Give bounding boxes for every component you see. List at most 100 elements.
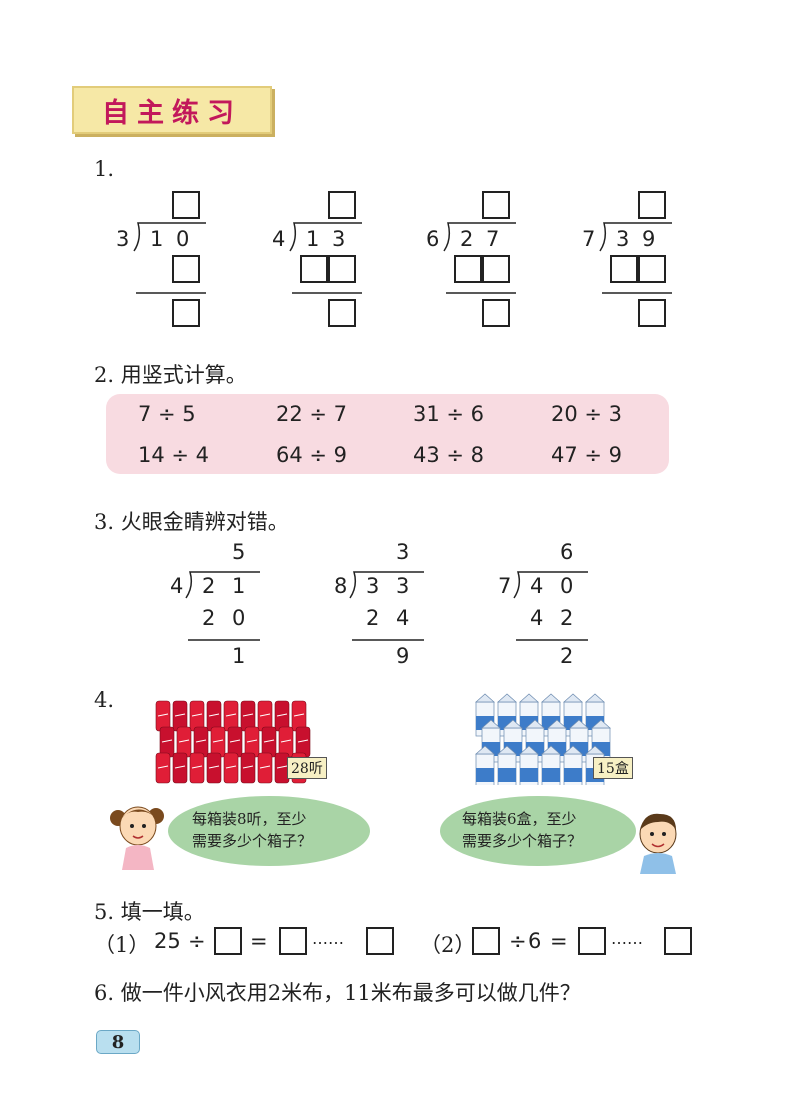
q3-dividend-digit: 2	[202, 574, 216, 598]
q5-dividend: 25	[154, 929, 181, 953]
q1-quotient-box[interactable]	[172, 191, 200, 219]
q5-divisor: 6	[528, 929, 542, 953]
q1-product-box[interactable]	[172, 255, 200, 283]
q3-remainder: 9	[396, 644, 410, 668]
q3-division-bracket	[349, 571, 424, 641]
q3-remainder: 2	[560, 644, 574, 668]
q3-instruction: 3. 火眼金睛辨对错。	[94, 510, 289, 534]
q1-product-box[interactable]	[482, 255, 510, 283]
q1-dividend-digit: 2	[460, 227, 474, 251]
q3-quotient: 5	[232, 540, 246, 564]
q1-division-bracket	[133, 222, 206, 294]
page-number-tab: 8	[96, 1030, 140, 1054]
q1-product-box[interactable]	[300, 255, 328, 283]
q5-part1-label: （1）	[94, 933, 150, 957]
boy-speech-bubble	[440, 796, 636, 866]
q2-expression: 7 ÷ 5	[138, 402, 196, 426]
q3-division-bracket	[185, 571, 260, 641]
q5-divide-sign: ÷	[188, 929, 206, 953]
q3-dividend-digit: 1	[232, 574, 246, 598]
q1-product-box[interactable]	[328, 255, 356, 283]
q5-part2-label: （2）	[420, 933, 476, 957]
section-title: 自主练习	[102, 97, 242, 129]
section-banner: 自主练习	[72, 86, 272, 134]
q6-question: 6. 做一件小风衣用2米布，11米布最多可以做几件？	[94, 981, 581, 1005]
q2-expression: 31 ÷ 6	[413, 402, 485, 426]
q3-product-digit: 0	[232, 606, 246, 630]
q5-remainder-dots: ……	[611, 929, 643, 948]
q3-dividend-digit: 3	[366, 574, 380, 598]
q2-expression: 22 ÷ 7	[276, 402, 348, 426]
q1-dividend-digit: 3	[332, 227, 346, 251]
q3-divisor: 8	[334, 574, 348, 598]
q5-divide-sign: ÷	[509, 929, 527, 953]
q3-product-digit: 2	[560, 606, 574, 630]
q3-quotient: 3	[396, 540, 410, 564]
q3-dividend-digit: 3	[396, 574, 410, 598]
q2-expression: 43 ÷ 8	[413, 443, 485, 467]
q3-dividend-digit: 0	[560, 574, 574, 598]
q2-expression: 47 ÷ 9	[551, 443, 623, 467]
girl-character-icon	[110, 806, 164, 870]
q1-dividend-digit: 7	[486, 227, 500, 251]
q5-answer-box[interactable]	[578, 927, 606, 955]
q5-answer-box[interactable]	[366, 927, 394, 955]
boy-speech-line: 每箱装6盒，至少	[462, 810, 577, 828]
q4-number: 4.	[94, 688, 115, 712]
q1-divisor: 7	[582, 227, 596, 251]
q1-remainder-box[interactable]	[172, 299, 200, 327]
q1-number: 1.	[94, 157, 115, 181]
q5-equals-sign: =	[250, 929, 268, 953]
q5-answer-box[interactable]	[279, 927, 307, 955]
q1-remainder-box[interactable]	[638, 299, 666, 327]
q5-answer-box[interactable]	[664, 927, 692, 955]
q5-answer-box[interactable]	[472, 927, 500, 955]
q1-remainder-box[interactable]	[482, 299, 510, 327]
q3-dividend-digit: 4	[530, 574, 544, 598]
girl-speech-line: 需要多少个箱子？	[192, 832, 313, 850]
q3-divisor: 7	[498, 574, 512, 598]
q5-instruction: 5. 填一填。	[94, 900, 205, 924]
q5-answer-box[interactable]	[214, 927, 242, 955]
q3-product-digit: 2	[366, 606, 380, 630]
q1-division-bracket	[289, 222, 362, 294]
q1-division-bracket	[599, 222, 672, 294]
q3-product-digit: 4	[530, 606, 544, 630]
q3-remainder: 1	[232, 644, 246, 668]
q2-expression: 14 ÷ 4	[138, 443, 210, 467]
q5-remainder-dots: ……	[312, 929, 344, 948]
cans-count-tag: 28听	[287, 757, 327, 779]
q1-quotient-box[interactable]	[482, 191, 510, 219]
q2-instruction: 2. 用竖式计算。	[94, 363, 247, 387]
cola-cans-illustration	[155, 700, 311, 784]
q1-product-box[interactable]	[454, 255, 482, 283]
q2-expression: 20 ÷ 3	[551, 402, 623, 426]
q1-dividend-digit: 9	[642, 227, 656, 251]
page-number: 8	[111, 1031, 125, 1053]
boy-speech-line: 需要多少个箱子？	[462, 832, 583, 850]
q3-product-digit: 4	[396, 606, 410, 630]
girl-speech-bubble	[168, 796, 370, 866]
q3-division-bracket	[513, 571, 588, 641]
q1-quotient-box[interactable]	[638, 191, 666, 219]
q1-division-bracket	[443, 222, 516, 294]
q3-divisor: 4	[170, 574, 184, 598]
boy-character-icon	[639, 813, 677, 874]
q1-quotient-box[interactable]	[328, 191, 356, 219]
q1-product-box[interactable]	[610, 255, 638, 283]
q1-divisor: 6	[426, 227, 440, 251]
q1-divisor: 4	[272, 227, 286, 251]
q2-expression-panel: 7 ÷ 5 22 ÷ 7 31 ÷ 6 20 ÷ 3 14 ÷ 4 64 ÷ 9…	[106, 394, 669, 474]
milk-cartons-illustration	[475, 693, 611, 785]
q1-product-box[interactable]	[638, 255, 666, 283]
q1-remainder-box[interactable]	[328, 299, 356, 327]
q1-dividend-digit: 3	[616, 227, 630, 251]
cartons-count-tag: 15盒	[593, 757, 633, 779]
